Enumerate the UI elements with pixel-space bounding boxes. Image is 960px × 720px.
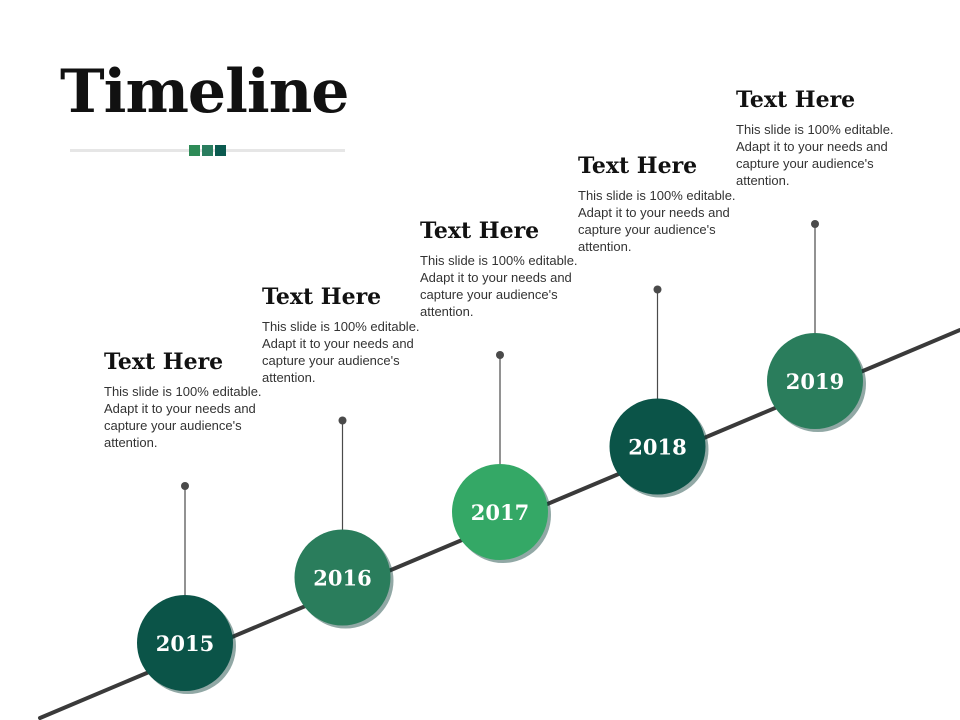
marker-dot [653,285,662,294]
timeline-marker: 2016 [294,416,394,629]
marker-dot [181,482,189,490]
timeline-event-text: Text Here This slide is 100% editable. A… [104,348,269,451]
timeline-event-text: Text Here This slide is 100% editable. A… [420,217,585,320]
timeline-marker: 2017 [452,351,551,563]
event-heading: Text Here [262,283,382,310]
event-description: This slide is 100% editable. Adapt it to… [420,253,578,319]
marker-dot [338,416,347,425]
event-heading: Text Here [420,218,540,244]
year-label: 2016 [313,566,371,591]
year-circle [452,464,548,560]
year-label: 2018 [628,435,686,460]
slide-title: Timeline [60,57,349,127]
marker-dot [496,351,504,359]
event-description: This slide is 100% editable. Adapt it to… [578,187,736,254]
year-label: 2015 [156,631,214,656]
event-description: This slide is 100% editable. Adapt it to… [262,318,420,385]
accent-square [189,145,200,156]
timeline-marker: 2015 [137,482,236,694]
year-circle [767,333,863,429]
year-circle [609,398,706,495]
timeline-marker: 2018 [609,285,709,498]
marker-dot [811,220,819,228]
timeline-marker: 2019 [767,220,866,432]
timeline-markers: 2015 2016 2017 2018 2019 [137,220,866,694]
year-circle [137,595,233,691]
timeline-event-text: Text Here This slide is 100% editable. A… [262,283,427,386]
event-description: This slide is 100% editable. Adapt it to… [104,384,262,450]
timeline-event-text: Text Here This slide is 100% editable. A… [578,152,743,255]
year-circle [294,529,391,626]
title-accent-squares [189,145,226,156]
event-heading: Text Here [578,152,698,179]
year-label: 2017 [471,500,529,525]
year-label: 2019 [786,369,844,394]
event-description: This slide is 100% editable. Adapt it to… [736,122,894,188]
event-heading: Text Here [104,349,224,375]
event-heading: Text Here [736,87,856,113]
timeline-event-text: Text Here This slide is 100% editable. A… [736,86,901,189]
accent-square [215,145,226,156]
accent-square [202,145,213,156]
